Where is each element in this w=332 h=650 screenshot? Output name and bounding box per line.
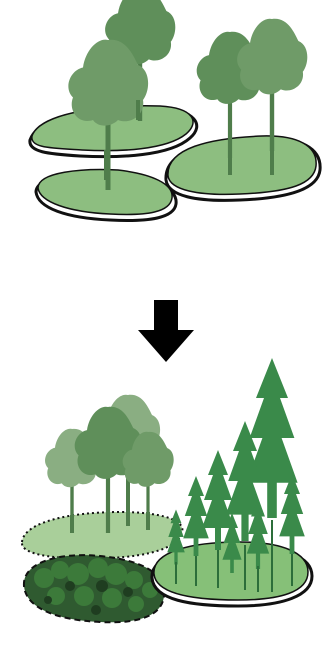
tree-cluster-top-left: [68, 0, 175, 190]
bottom-panel: [22, 358, 312, 622]
conifer-cluster: [167, 358, 305, 573]
island-right: [166, 136, 320, 200]
conifer-tree-icon: [279, 474, 305, 554]
down-arrow-icon: [138, 300, 194, 362]
top-panel: [30, 0, 320, 220]
patch-dotted-upper: [22, 512, 182, 558]
patch-dashed-shrub: [24, 555, 164, 622]
tree-cluster-bottom: [45, 395, 174, 533]
